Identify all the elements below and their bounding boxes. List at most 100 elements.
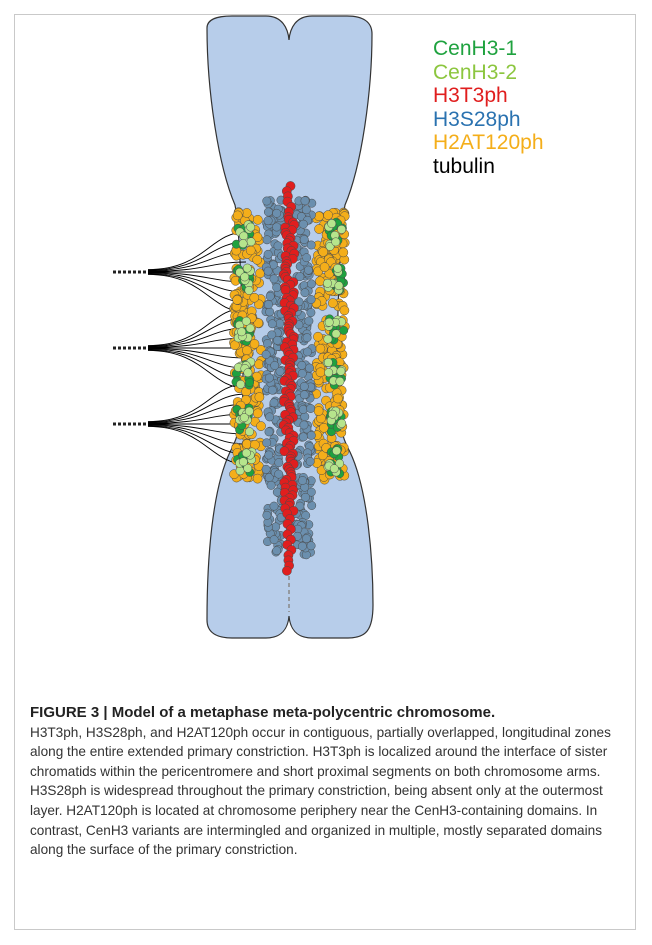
cenh3-2-dot [239,458,247,466]
legend-item-tubulin: tubulin [433,155,544,179]
h3s28ph-dot [265,413,273,421]
h3s28ph-dot [307,280,315,288]
h2at120ph-dot [242,346,251,355]
h3t3ph-dot [282,566,291,575]
cenh3-2-dot [332,447,340,455]
h3s28ph-dot [263,511,271,519]
h2at120ph-dot [316,344,325,353]
h2at120ph-dot [254,360,263,369]
legend-item-h3s28ph: H3S28ph [433,108,544,132]
legend-item-h3t3ph: H3T3ph [433,84,544,108]
h3s28ph-dot [304,266,312,274]
cenh3-1-dot [340,326,348,334]
h3s28ph-dot [300,391,308,399]
h3s28ph-dot [262,350,270,358]
h3s28ph-dot [275,458,283,466]
h3s28ph-dot [302,534,310,542]
h2at120ph-dot [250,339,259,348]
h2at120ph-dot [324,211,333,220]
h2at120ph-dot [242,208,251,217]
h3s28ph-dot [265,428,273,436]
h2at120ph-dot [250,293,259,302]
caption-title: FIGURE 3 | Model of a metaphase meta-pol… [30,704,495,721]
h2at120ph-dot [233,211,242,220]
h3s28ph-dot [303,348,311,356]
cenh3-2-dot [325,318,333,326]
h3s28ph-dot [306,404,314,412]
h3s28ph-dot [307,295,315,303]
h3s28ph-dot [267,481,275,489]
h3s28ph-dot [270,399,278,407]
legend: CenH3-1 CenH3-2 H3T3ph H3S28ph H2AT120ph… [433,37,544,178]
h3s28ph-dot [263,439,271,447]
caption-body: H3T3ph, H3S28ph, and H2AT120ph occur in … [30,723,626,860]
chromosome-diagram [0,0,652,700]
h3s28ph-dot [273,209,281,217]
cenh3-2-dot [324,335,332,343]
h3s28ph-dot [305,364,313,372]
h3s28ph-dot [299,433,307,441]
h3s28ph-dot [271,361,279,369]
h3s28ph-dot [307,241,315,249]
h3s28ph-dot [273,283,281,291]
cenh3-2-dot [237,328,245,336]
h3s28ph-dot [273,336,281,344]
cenh3-2-dot [328,410,336,418]
h3s28ph-dot [265,451,273,459]
h2at120ph-dot [233,295,242,304]
cenh3-2-dot [332,238,340,246]
cenh3-2-dot [336,377,344,385]
h3s28ph-dot [264,208,272,216]
h3s28ph-dot [276,319,284,327]
h3s28ph-dot [301,493,309,501]
h3s28ph-dot [298,542,306,550]
h3s28ph-dot [273,547,281,555]
h2at120ph-dot [316,368,325,377]
h3s28ph-dot [265,374,273,382]
h2at120ph-dot [255,393,264,402]
h3s28ph-dot [264,267,272,275]
cenh3-2-dot [242,317,250,325]
cenh3-2-dot [239,239,247,247]
cenh3-2-dot [236,467,244,475]
h3s28ph-dot [270,502,278,510]
h3s28ph-dot [301,413,309,421]
cenh3-2-dot [245,286,253,294]
cenh3-2-dot [330,465,338,473]
cenh3-2-dot [242,449,250,457]
h2at120ph-dot [253,409,262,418]
h3s28ph-dot [264,300,272,308]
h3s28ph-dot [300,421,308,429]
cenh3-2-dot [240,413,248,421]
cenh3-2-dot [328,219,336,227]
cenh3-2-dot [241,273,249,281]
h2at120ph-dot [246,246,255,255]
h3s28ph-dot [298,369,306,377]
h3s28ph-dot [300,382,308,390]
h3s28ph-dot [302,254,310,262]
h3s28ph-dot [298,476,306,484]
legend-item-h2at120ph: H2AT120ph [433,131,544,155]
h2at120ph-dot [313,332,322,341]
cenh3-2-dot [240,232,248,240]
cenh3-2-dot [325,368,333,376]
cenh3-2-dot [334,264,342,272]
h2at120ph-dot [328,299,337,308]
h3s28ph-dot [301,197,309,205]
h3s28ph-dot [308,501,316,509]
h3s28ph-dot [298,361,306,369]
h3s28ph-dot [300,235,308,243]
legend-item-cenh3-2: CenH3-2 [433,61,544,85]
figure-caption: FIGURE 3 | Model of a metaphase meta-pol… [30,703,626,860]
h2at120ph-dot [339,248,348,257]
h3s28ph-dot [268,386,276,394]
h3s28ph-dot [301,289,309,297]
h2at120ph-dot [333,394,342,403]
h3s28ph-dot [264,217,272,225]
tubulin-fibers [113,232,246,464]
cenh3-2-dot [323,279,331,287]
legend-item-cenh3-1: CenH3-1 [433,37,544,61]
cenh3-2-dot [247,238,255,246]
h3s28ph-dot [303,334,311,342]
h3s28ph-dot [299,405,307,413]
